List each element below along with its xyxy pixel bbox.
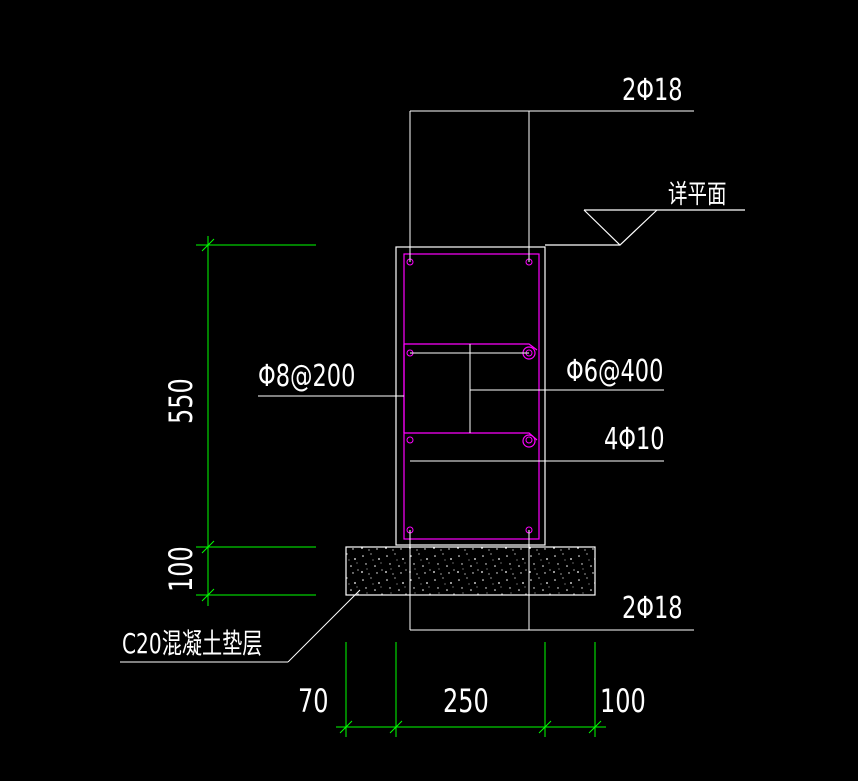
- right-offset-dimension: 100: [600, 683, 646, 720]
- left-offset-dimension: 70: [298, 683, 329, 720]
- leader-lines: [120, 110, 694, 663]
- dimension-lines: [196, 236, 606, 737]
- annotations: 2Φ18 详平面 Φ8@200 Φ6@400 4Φ10 2Φ18 C20混凝土垫…: [122, 73, 726, 720]
- width-dimension: 250: [443, 683, 489, 720]
- concrete-cushion: [345, 546, 596, 596]
- tie-label: Φ6@400: [566, 354, 663, 389]
- level-symbol: [545, 209, 745, 246]
- stirrup-label: Φ8@200: [258, 359, 355, 394]
- bottom-bars-label: 2Φ18: [622, 591, 683, 626]
- level-ref-label: 详平面: [668, 180, 726, 209]
- cushion-label: C20混凝土垫层: [122, 627, 262, 660]
- stirrups: [403, 253, 540, 540]
- cushion-thickness-dimension: 100: [163, 546, 200, 592]
- side-bars-label: 4Φ10: [604, 422, 665, 457]
- top-bars-label: 2Φ18: [622, 73, 683, 108]
- height-dimension: 550: [163, 378, 200, 424]
- rebars: [406, 258, 533, 534]
